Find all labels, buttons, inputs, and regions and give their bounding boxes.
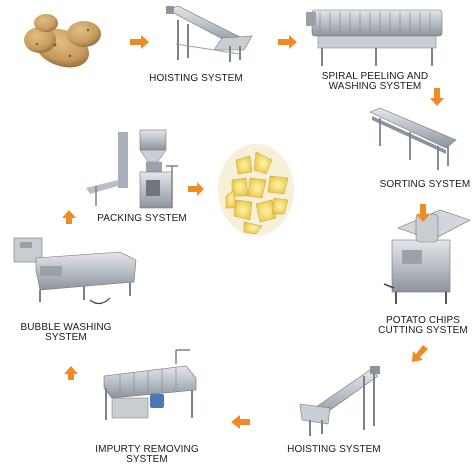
impurity-remover-icon xyxy=(103,349,197,420)
peeling-washing-machine-icon xyxy=(306,9,443,66)
bubble-washer-icon xyxy=(13,237,137,305)
label-packing: PACKING SYSTEM xyxy=(97,213,187,224)
arrow-up-icon xyxy=(64,366,78,380)
arrow-down-icon xyxy=(430,88,444,106)
label-cutting: POTATO CHIPS CUTTING SYSTEM xyxy=(378,315,468,336)
label-peeling: SPIRAL PEELING AND WASHING SYSTEM xyxy=(321,71,429,92)
arrow-down-icon xyxy=(416,204,430,222)
incline-conveyor-icon-2 xyxy=(299,366,380,436)
raw-potatoes-icon xyxy=(24,14,101,68)
arrow-left-icon xyxy=(231,415,250,429)
chips-cutter-icon xyxy=(383,209,471,304)
label-impurity: IMPURTY REMOVING SYSTEM xyxy=(95,444,199,465)
label-bubble: BUBBLE WASHING SYSTEM xyxy=(20,322,112,343)
arrow-up-icon xyxy=(62,210,76,224)
potato-chips-icon xyxy=(218,144,294,236)
sorting-conveyor-icon xyxy=(369,107,457,170)
label-sorting: SORTING SYSTEM xyxy=(379,179,471,190)
arrow-right-icon xyxy=(188,182,204,196)
label-hoisting-2: HOISTING SYSTEM xyxy=(287,444,381,455)
flow-arrows xyxy=(62,35,444,429)
arrow-right-icon xyxy=(130,35,149,49)
label-hoisting-1: HOISTING SYSTEM xyxy=(149,73,243,84)
incline-conveyor-icon xyxy=(166,5,253,62)
packing-machine-icon xyxy=(86,129,178,209)
arrow-down-left-icon xyxy=(412,345,428,362)
arrow-right-icon xyxy=(278,35,297,49)
